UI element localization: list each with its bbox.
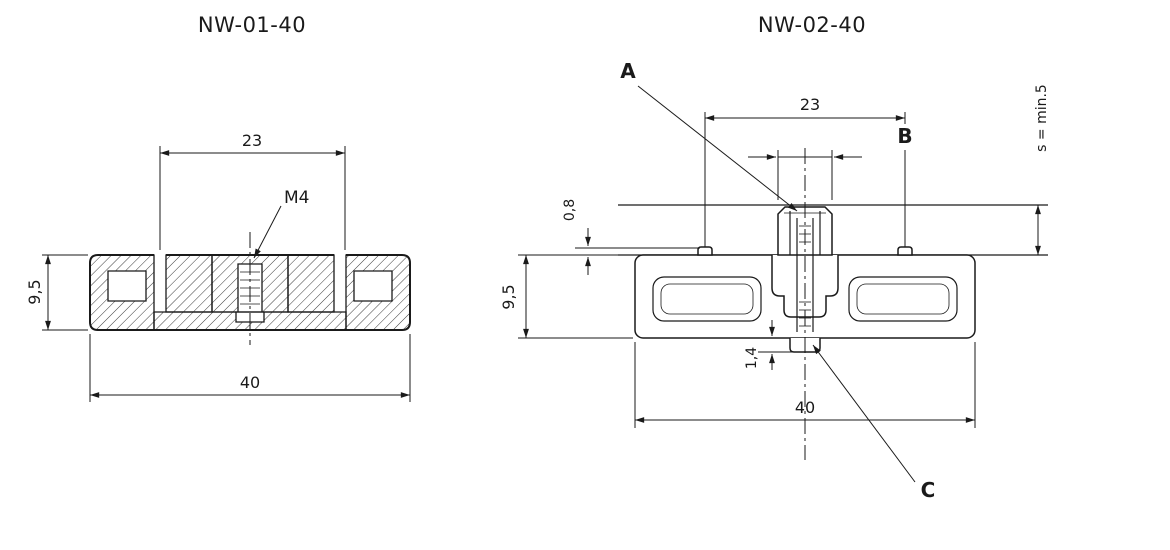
left-hook	[697, 246, 713, 256]
right-dim-snap-text: 1,4	[744, 347, 760, 369]
left-thread-callout-text: M4	[284, 188, 309, 208]
left-profile-section	[89, 232, 411, 345]
left-dim-height: 9,5	[25, 254, 88, 331]
right-dim-width-text: 40	[795, 398, 815, 417]
left-thread-leader	[253, 205, 282, 259]
right-profile-section	[634, 148, 976, 460]
callout-A-text: A	[620, 59, 636, 83]
right-view: NW-02-40	[499, 13, 1050, 502]
right-dim-height: 9,5	[499, 254, 633, 339]
right-dim-panel-thickness: s = min.5	[1034, 84, 1050, 255]
callout-A-leader	[637, 85, 798, 212]
callout-B-text: B	[897, 124, 912, 148]
left-view: NW-01-40	[25, 13, 411, 402]
side-chambers	[652, 276, 958, 322]
left-profile-hatching	[89, 254, 411, 331]
right-dim-height-text: 9,5	[499, 284, 518, 309]
right-dim-lip-gap-text: 0,8	[562, 199, 578, 221]
callout-C: C	[812, 344, 936, 502]
right-hook	[897, 246, 913, 256]
callout-C-text: C	[921, 478, 936, 502]
left-thread-callout: M4	[253, 188, 309, 259]
screw-channel	[796, 218, 814, 332]
stud-width-dimension	[748, 150, 862, 200]
left-dim-height-text: 9,5	[25, 279, 44, 304]
right-dim-width: 40	[634, 342, 976, 428]
right-dim-panel-text: s = min.5	[1034, 84, 1050, 152]
right-dim-23-text: 23	[800, 95, 820, 114]
left-dim-23: 23	[159, 131, 346, 250]
left-dim-width-text: 40	[240, 373, 260, 392]
callout-C-leader	[812, 344, 916, 483]
right-view-title: NW-02-40	[758, 13, 866, 37]
callout-A: A	[620, 59, 798, 212]
left-dim-23-text: 23	[242, 131, 262, 150]
callout-B: B	[897, 124, 912, 148]
left-view-title: NW-01-40	[198, 13, 306, 37]
left-dim-width: 40	[89, 334, 411, 402]
right-dim-23: 23	[704, 95, 906, 247]
right-dim-snap: 1,4	[744, 320, 792, 370]
